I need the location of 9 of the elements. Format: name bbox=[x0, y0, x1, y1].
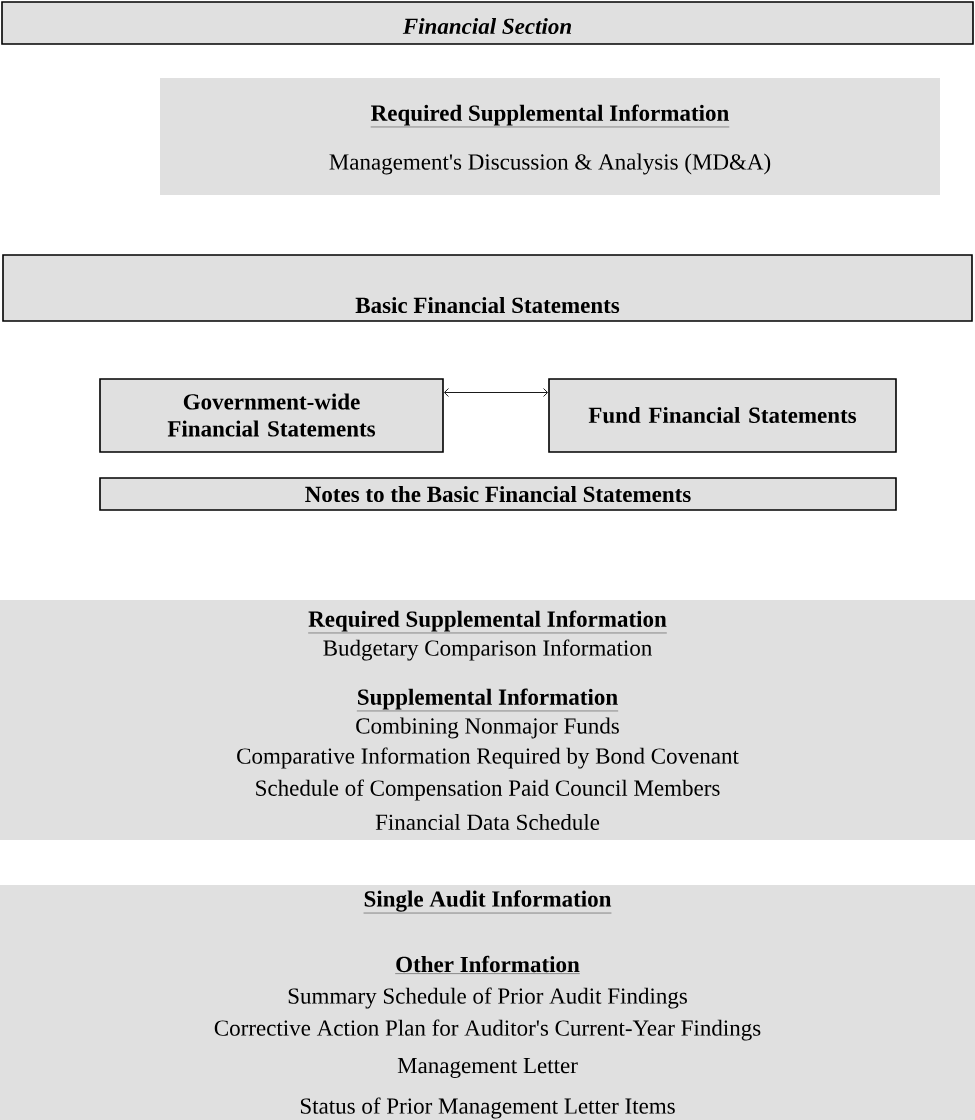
double-arrow bbox=[444, 388, 548, 397]
section-box: Government-wide Financial Statements bbox=[99, 378, 444, 453]
section-band: Required Supplemental Information Management's Discussion & Analysis (MD&A) bbox=[160, 78, 940, 195]
section-box: Notes to the Basic Financial Statements bbox=[99, 477, 897, 511]
section-band: Single Audit Information Other Information Summary Schedule of Prior Audit Findings Corrective Action Plan for Auditor's Current-Year Findings Management Letter Status of Prior Management Letter Items bbox=[0, 885, 975, 1120]
section-box: Financial Section bbox=[1, 1, 974, 45]
section-box: Fund Financial Statements bbox=[548, 378, 897, 453]
section-box: Basic Financial Statements bbox=[2, 254, 973, 322]
section-band: Required Supplemental Information Budgetary Comparison Information Supplemental Information Combining Nonmajor Funds Comparative Information Required by Bond Covenant Schedule of Compensation Paid Council Members Financial Data Schedule bbox=[0, 600, 975, 840]
